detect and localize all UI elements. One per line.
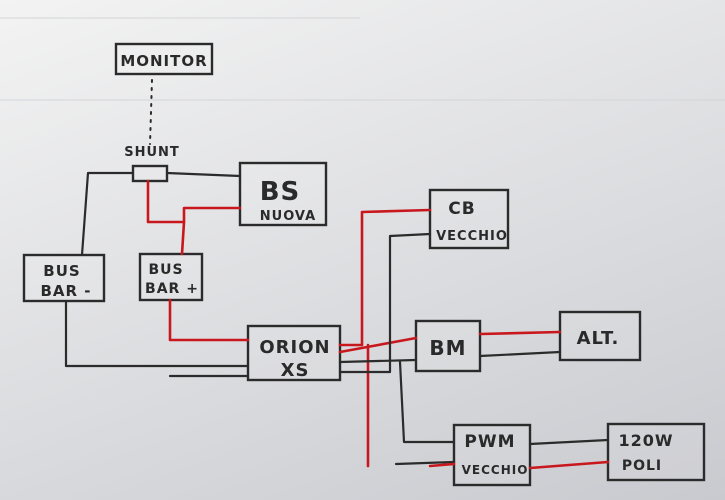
node-bus-bar-neg: BUS BAR - — [22, 253, 106, 303]
node-alt: ALT. — [558, 310, 642, 362]
node-cb-vecchio-label-1: CB — [448, 199, 475, 219]
node-orion-xs-label-2: XS — [281, 360, 310, 381]
wire-shunt-bs — [165, 171, 242, 178]
node-poli-120w: 120W POLI — [606, 422, 706, 482]
node-pwm-vecchio-label-2: VECCHIO — [462, 463, 529, 477]
wire-bm-alt-neg — [478, 350, 562, 358]
node-monitor: MONITOR — [114, 42, 214, 76]
node-bs-nuova-label-1: BS — [260, 177, 301, 207]
node-bus-bar-pos-label-1: BUS — [148, 262, 183, 278]
node-poli-120w-label-1: 120W — [618, 431, 673, 450]
node-monitor-label: MONITOR — [120, 52, 207, 70]
wire-orion-bm-neg — [338, 358, 418, 364]
node-pwm-vecchio: PWM VECCHIO — [452, 423, 532, 487]
node-orion-xs-label-1: ORION — [259, 337, 330, 358]
wire-busbar-pos-top — [180, 220, 186, 256]
wire-bm-pwm — [398, 360, 456, 444]
wire-busbar-pos-orion — [168, 298, 250, 342]
node-cb-vecchio: CB VECCHIO — [428, 188, 510, 250]
wire-shunt-busbar-neg — [80, 171, 135, 257]
node-bs-nuova: BS NUOVA — [238, 161, 328, 227]
node-poli-120w-label-2: POLI — [622, 458, 662, 474]
node-orion-xs: ORION XS — [246, 324, 342, 382]
wire-cb-orion — [338, 232, 432, 374]
wire-pwm-input-pos — [428, 462, 456, 468]
wire-monitor-shunt — [149, 79, 153, 145]
node-shunt-label: SHUNT — [124, 145, 180, 160]
node-bus-bar-pos-label-2: BAR + — [145, 281, 199, 297]
wire-busbar-neg-orion — [64, 299, 250, 368]
wire-pwm-input-neg — [394, 460, 456, 466]
wire-orion-cb — [338, 208, 432, 347]
wire-shunt-busbar-pos — [146, 179, 242, 224]
wire-orion-bm — [338, 336, 418, 354]
wire-pwm-poli-neg — [528, 438, 610, 446]
node-cb-vecchio-label-2: VECCHIO — [436, 229, 508, 244]
node-bus-bar-pos: BUS BAR + — [138, 252, 204, 302]
wire-pwm-poli-pos — [528, 460, 610, 470]
node-alt-label: ALT. — [577, 328, 620, 349]
node-bm: BM — [414, 319, 482, 373]
node-pwm-vecchio-label-1: PWM — [464, 432, 515, 452]
node-bus-bar-neg-label-2: BAR - — [40, 282, 91, 300]
paper-grid — [0, 17, 725, 101]
wire-bm-alt-pos — [478, 330, 562, 336]
node-shunt: SHUNT — [124, 145, 180, 183]
node-bus-bar-neg-label-1: BUS — [43, 262, 80, 280]
node-bm-label: BM — [429, 336, 466, 360]
node-bs-nuova-label-2: NUOVA — [260, 209, 316, 224]
